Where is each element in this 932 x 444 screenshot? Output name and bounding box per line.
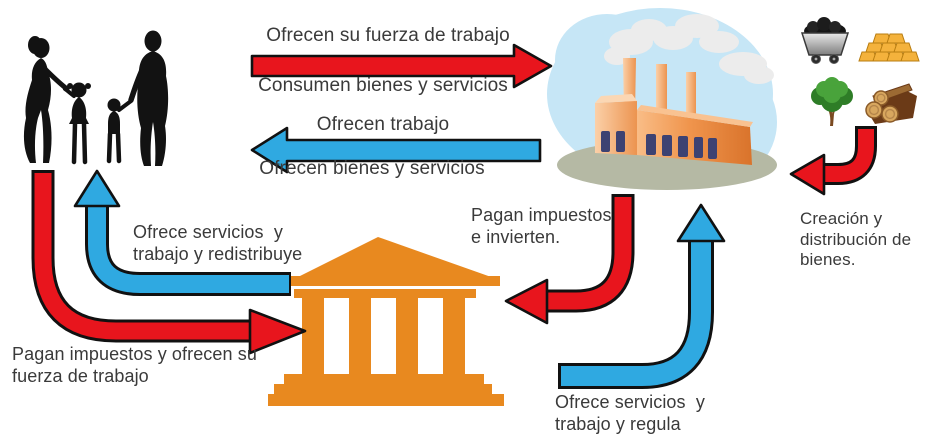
arrow-resources-to-companies <box>789 126 877 196</box>
label-creation-distribution-goods: Creación y distribución de bienes. <box>800 209 912 270</box>
label-companies-to-government: Pagan impuestos e invierten. <box>471 205 612 247</box>
arrow-government-to-families <box>73 169 291 296</box>
factory-windows <box>601 131 717 159</box>
government-temple-icon <box>268 237 504 406</box>
arrow-companies-to-families <box>250 126 542 174</box>
label-companies-offer-jobs: Ofrecen trabajo <box>316 114 450 135</box>
logs-icon <box>865 83 917 124</box>
label-government-to-companies: Ofrece servicios y trabajo y regula <box>555 392 705 434</box>
arrow-government-to-companies <box>558 203 726 389</box>
label-families-offer-labor: Ofrecen su fuerza de trabajo <box>266 25 510 46</box>
family-silhouette-icon <box>23 30 169 166</box>
arrow-companies-to-government <box>504 194 635 325</box>
coal-cart-icon <box>800 17 850 64</box>
arrow-families-to-government <box>31 170 307 355</box>
label-offer-goods-services: Ofrecen bienes y servicios <box>259 158 485 179</box>
label-government-to-families: Ofrece servicios y trabajo y redistribuy… <box>133 222 303 264</box>
resources-node <box>800 17 920 126</box>
smoke-clouds <box>604 14 774 84</box>
label-consume-goods-services: Consumen bienes y servicios <box>258 75 508 96</box>
label-families-to-government: Pagan impuestos y ofrecen su fuerza de t… <box>12 344 257 386</box>
factory-icon <box>547 8 777 190</box>
gold-bars-icon <box>858 33 920 62</box>
arrow-families-to-companies <box>250 43 553 89</box>
tree-icon <box>811 77 853 126</box>
